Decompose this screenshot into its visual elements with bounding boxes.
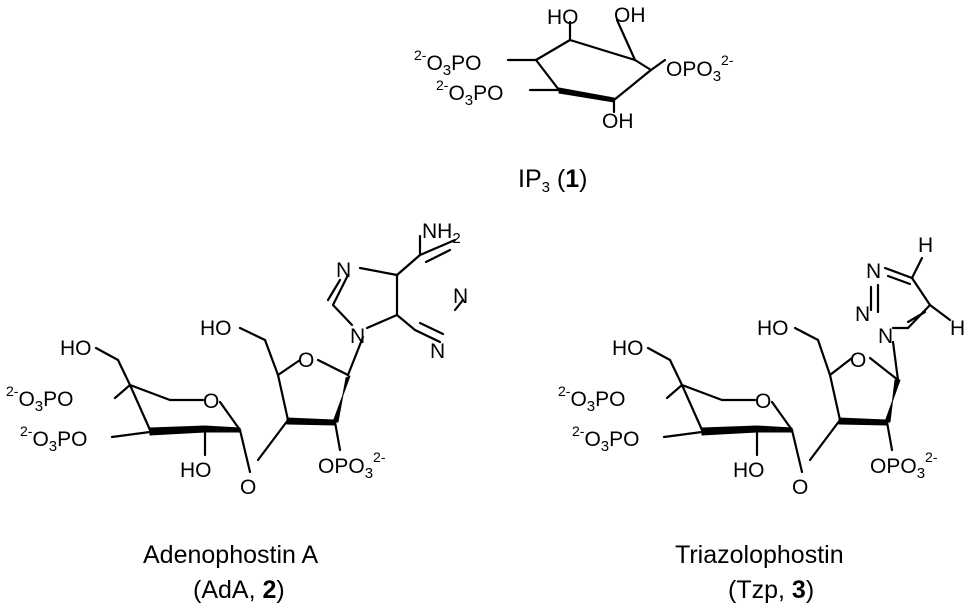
ada-ho-glucose-label: HO <box>60 337 92 360</box>
ip3-caption: IP3 (1) <box>518 165 587 196</box>
tzp-h-right-label: H <box>950 317 965 340</box>
ip3-structure <box>506 18 667 114</box>
ada-o-link-label: O <box>240 476 256 499</box>
ada-opo3-label: OPO32- <box>318 449 386 482</box>
adenophostin-structure <box>94 234 465 474</box>
ada-o-glucose-label: O <box>203 390 219 413</box>
ada-n9-label: N <box>350 325 365 348</box>
tzp-o-glucose-label: O <box>755 390 771 413</box>
ada-n1-label: N <box>453 285 468 308</box>
ada-o3po-lower-label: 2-O3PO <box>20 423 87 455</box>
ada-caption-abbrev: (AdA, 2) <box>193 576 285 604</box>
tzp-ho-glucose-label: HO <box>612 337 644 360</box>
tzp-ho-bottom-label: HO <box>733 459 765 482</box>
tzp-o-ribose-label: O <box>850 349 866 372</box>
tzp-n-link-label: N <box>878 325 893 348</box>
ada-o3po-upper-label: 2-O3PO <box>6 383 73 415</box>
ada-ho-ribose-label: HO <box>200 317 232 340</box>
ip3-ho-label: HO <box>547 6 579 29</box>
ada-n3-label: N <box>430 340 445 363</box>
ip3-o3po-lower-label: 2-O3PO <box>436 77 503 109</box>
ip3-oh-bottom-label: OH <box>602 110 634 133</box>
tzp-ho-ribose-label: HO <box>757 317 789 340</box>
ada-ho-bottom-label: HO <box>180 459 212 482</box>
tzp-h-top-label: H <box>918 234 933 257</box>
tzp-opo3-label: OPO32- <box>870 449 938 482</box>
tzp-n-top-label: N <box>866 260 881 283</box>
ada-nh2-label: NH2 <box>422 220 461 247</box>
ip3-o3po-upper-label: 2-O3PO <box>414 47 481 79</box>
tzp-n-mid-label: N <box>855 303 870 326</box>
ip3-opo3-label: OPO32- <box>666 52 734 85</box>
ada-caption-name: Adenophostin A <box>143 541 318 569</box>
tzp-caption-name: Triazolophostin <box>675 541 844 569</box>
ada-n7-label: N <box>336 259 351 282</box>
tzp-caption-abbrev: (Tzp, 3) <box>728 576 814 604</box>
tzp-o3po-lower-label: 2-O3PO <box>572 423 639 455</box>
ada-o-ribose-label: O <box>298 349 314 372</box>
ip3-oh-label: OH <box>614 4 646 27</box>
tzp-o3po-upper-label: 2-O3PO <box>558 383 625 415</box>
triazolophostin-structure <box>646 256 952 474</box>
tzp-o-link-label: O <box>792 476 808 499</box>
